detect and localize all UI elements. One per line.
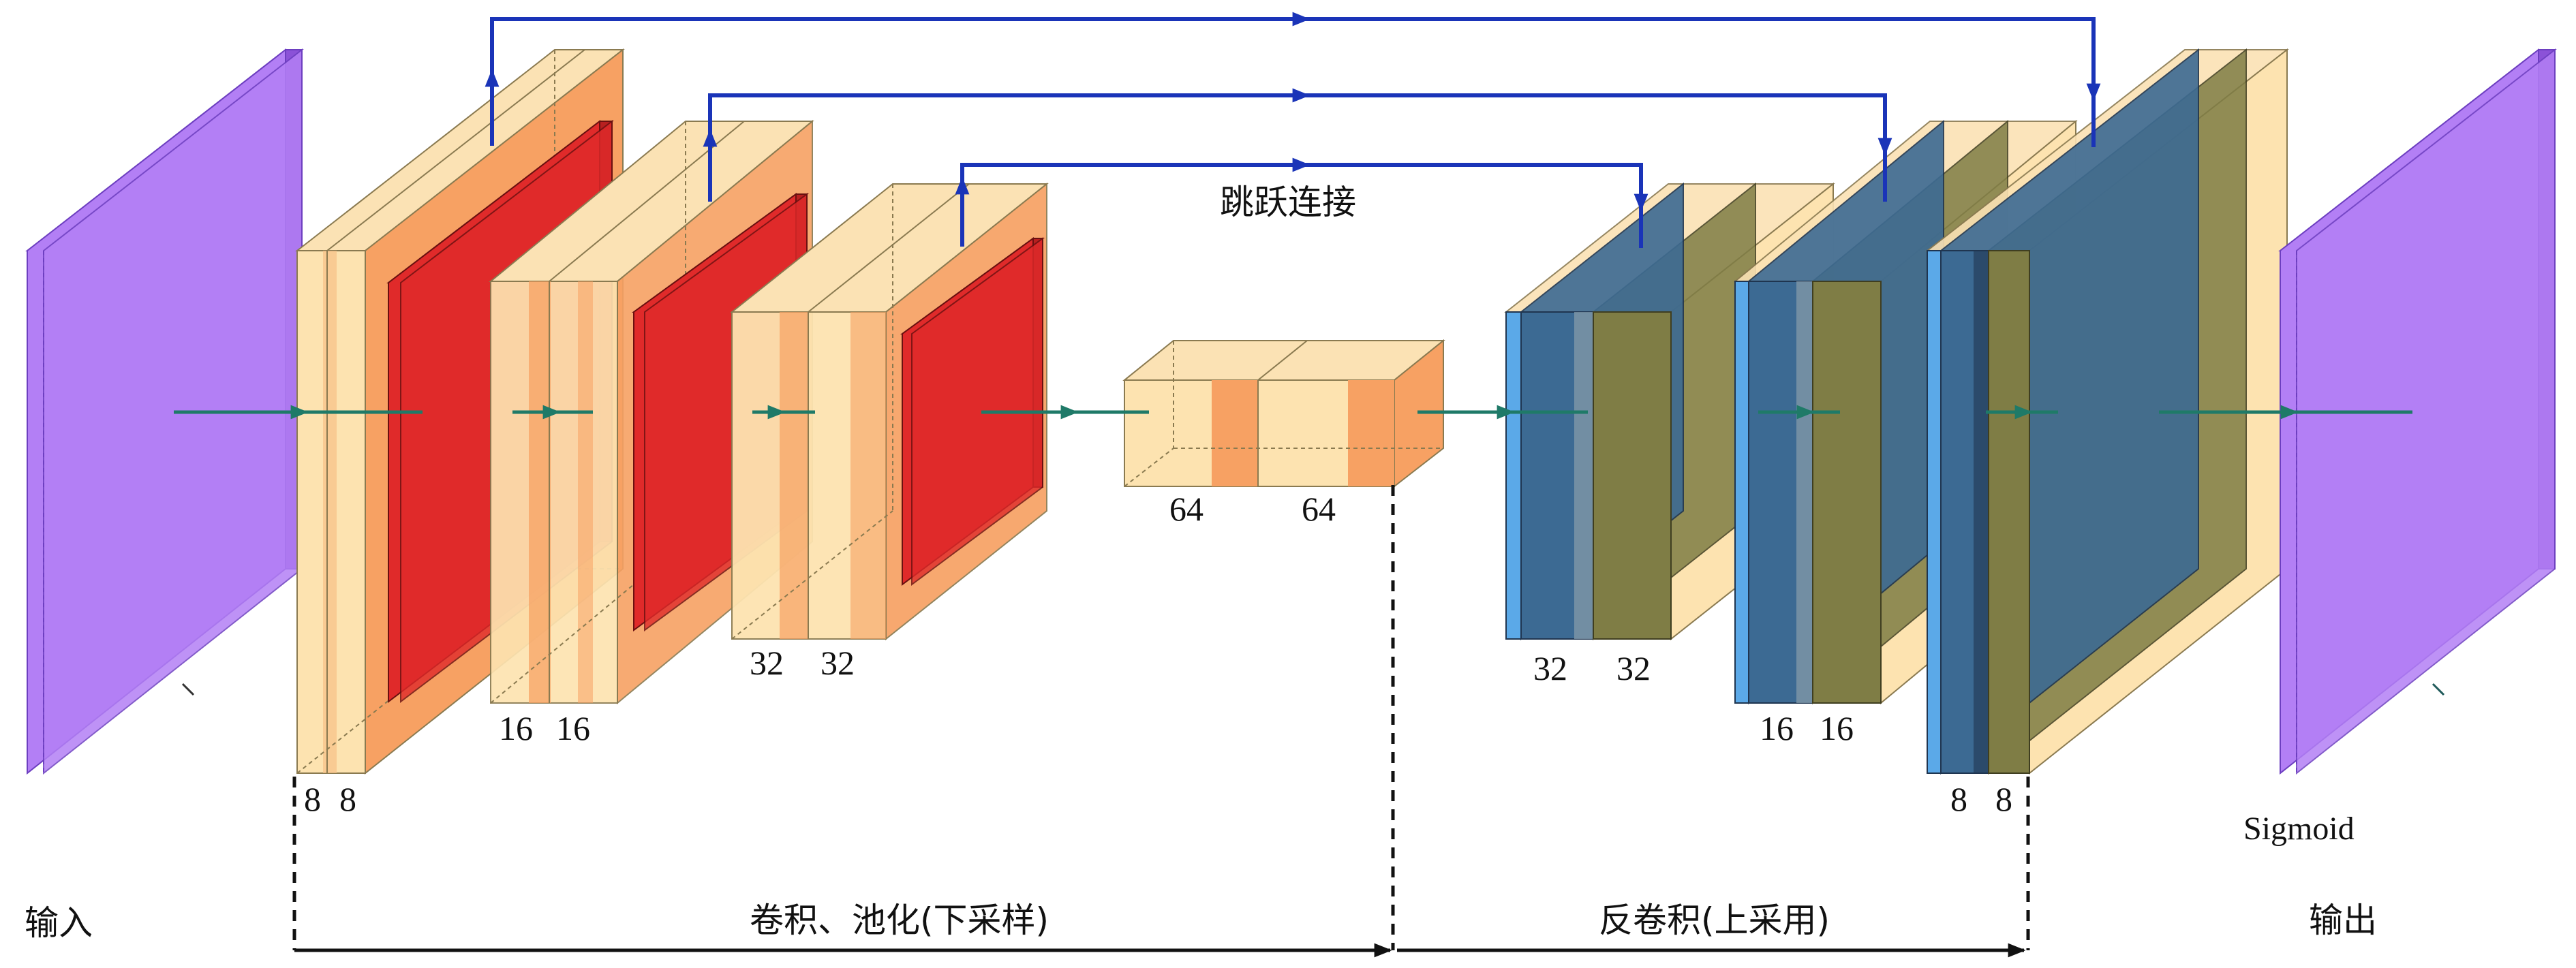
- dec2-ch-b: 16: [1820, 709, 1854, 747]
- dec3-ch-b: 32: [1616, 649, 1651, 687]
- pool-layer-3: [900, 237, 1045, 586]
- dec3-ch-a: 32: [1533, 649, 1567, 687]
- decoder-block-1: [1925, 48, 2289, 775]
- input-mark-glyph: [181, 683, 195, 696]
- output-mark-glyph: [2432, 683, 2445, 696]
- downsampling-label: 卷积、池化(下采样): [750, 901, 1049, 940]
- enc2-ch-a: 16: [499, 709, 533, 747]
- upsampling-label: 反卷积(上采用): [1599, 901, 1830, 940]
- dec1-ch-a: 8: [1950, 780, 1967, 818]
- input-label: 输入: [25, 903, 93, 943]
- enc1-ch-b: 8: [339, 780, 356, 818]
- enc2-ch-b: 16: [556, 709, 590, 747]
- enc1-ch-a: 8: [304, 780, 321, 818]
- dec2-ch-a: 16: [1760, 709, 1794, 747]
- skip-connection-label: 跳跃连接: [1220, 183, 1356, 222]
- bottleneck-ch-a: 64: [1169, 490, 1203, 528]
- sigmoid-label: Sigmoid: [2243, 811, 2355, 847]
- enc3-ch-a: 32: [750, 644, 784, 682]
- skip-connections: [485, 12, 2101, 248]
- input-plane: [25, 48, 304, 775]
- bottleneck-ch-b: 64: [1302, 490, 1336, 528]
- enc3-ch-b: 32: [821, 644, 855, 682]
- down-up-brackets: [292, 485, 2030, 958]
- dec1-ch-b: 8: [1995, 780, 2012, 818]
- bottleneck-block: [1122, 339, 1445, 488]
- output-label: 输出: [2309, 901, 2377, 940]
